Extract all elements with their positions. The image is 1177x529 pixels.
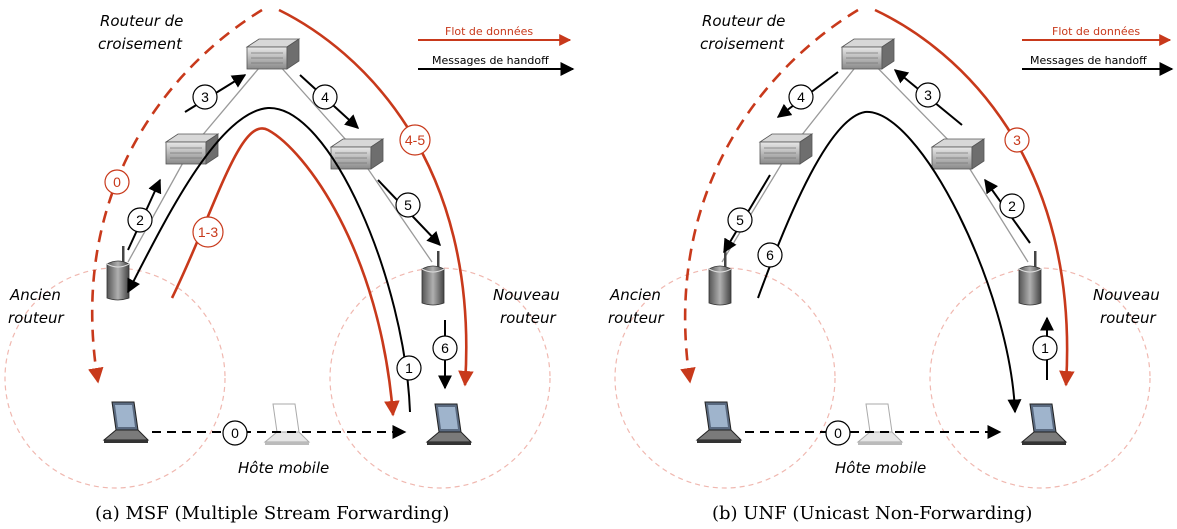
- svg-text:3: 3: [201, 89, 209, 105]
- laptop-icon: [426, 403, 472, 446]
- svg-text:4: 4: [797, 89, 805, 105]
- handoff-path-6: [757, 110, 1022, 414]
- svg-text:3: 3: [1013, 132, 1021, 148]
- caption-b: (b) UNF (Unicast Non-Forwarding): [712, 503, 1032, 524]
- handoff-step-2: 2: [999, 193, 1025, 219]
- old-access-point-icon: [708, 250, 732, 306]
- data-step-0: 0: [104, 169, 130, 195]
- router-icon: [931, 138, 985, 170]
- handoff-step-4: 4: [312, 84, 338, 110]
- handoff-step-2: 2: [127, 207, 153, 233]
- crossover-router-icon: [841, 38, 895, 70]
- handoff-step-1: 1: [1032, 335, 1058, 361]
- crossover-router-icon: [246, 38, 300, 70]
- legend: Flot de données Messages de handoff: [418, 25, 575, 76]
- svg-text:2: 2: [1008, 198, 1016, 214]
- move-step-0: 0: [222, 420, 248, 446]
- new-access-point-icon: [421, 250, 445, 306]
- svg-text:3: 3: [924, 87, 932, 103]
- legend-data-flow: Flot de données: [1052, 25, 1140, 38]
- old-router-label: Ancien routeur: [8, 286, 66, 327]
- laptop-icon: [696, 401, 742, 444]
- laptop-ghost-icon: [857, 403, 903, 446]
- new-router-label: Nouveau routeur: [493, 286, 565, 327]
- new-router-label: Nouveau routeur: [1093, 286, 1165, 327]
- mobile-host-label: Hôte mobile: [238, 459, 329, 477]
- handoff-step-6: 6: [757, 242, 783, 268]
- svg-text:6: 6: [441, 340, 449, 356]
- data-flow-dashed: [680, 8, 859, 384]
- router-icon: [330, 138, 384, 170]
- handoff-step-3: 3: [915, 82, 941, 108]
- router-icon: [759, 133, 813, 165]
- svg-text:1: 1: [1041, 340, 1049, 356]
- handoff-step-3: 3: [192, 84, 218, 110]
- data-flow-1-3: [170, 127, 400, 417]
- svg-text:0: 0: [231, 425, 239, 441]
- svg-text:4-5: 4-5: [405, 132, 425, 148]
- handoff-step-4: 4: [788, 84, 814, 110]
- svg-text:0: 0: [834, 425, 842, 441]
- svg-text:2: 2: [136, 212, 144, 228]
- svg-text:4: 4: [321, 89, 329, 105]
- panel-unf: 1 2 3 4 5 6 0 3: [608, 8, 1174, 524]
- mobile-host-label: Hôte mobile: [835, 459, 926, 477]
- data-step-1-3: 1-3: [192, 216, 224, 248]
- svg-text:5: 5: [404, 197, 412, 213]
- handoff-step-5: 5: [395, 192, 421, 218]
- handoff-path-1: [127, 106, 411, 413]
- panel-msf: 1 2 3 4 5 6 0 0: [4, 8, 575, 524]
- crossover-router-label: Routeur de croisement: [98, 12, 188, 53]
- data-step-4-5: 4-5: [399, 124, 431, 156]
- handoff-step-6: 6: [432, 335, 458, 361]
- legend-data-flow: Flot de données: [445, 25, 533, 38]
- laptop-icon: [1021, 403, 1067, 446]
- crossover-router-label: Routeur de croisement: [700, 12, 790, 53]
- laptop-ghost-icon: [264, 403, 310, 446]
- data-step-3: 3: [1004, 127, 1030, 153]
- svg-text:5: 5: [736, 212, 744, 228]
- legend: Flot de données Messages de handoff: [1022, 25, 1174, 76]
- caption-a: (a) MSF (Multiple Stream Forwarding): [95, 503, 449, 524]
- old-access-point-icon: [106, 245, 130, 301]
- svg-text:1-3: 1-3: [198, 224, 218, 240]
- old-router-label: Ancien routeur: [608, 286, 666, 327]
- legend-handoff: Messages de handoff: [432, 54, 549, 67]
- handoff-step-5: 5: [727, 207, 753, 233]
- legend-handoff: Messages de handoff: [1030, 54, 1147, 67]
- new-access-point-icon: [1018, 250, 1042, 306]
- move-step-0: 0: [825, 420, 851, 446]
- svg-text:0: 0: [113, 174, 121, 190]
- handoff-step-1: 1: [396, 355, 422, 381]
- svg-text:6: 6: [766, 247, 774, 263]
- new-router-coverage: [929, 267, 1151, 489]
- laptop-icon: [103, 401, 149, 444]
- router-icon: [165, 133, 219, 165]
- data-flow-0: [88, 8, 263, 384]
- data-flow-3: [874, 8, 1075, 387]
- svg-text:1: 1: [405, 360, 413, 376]
